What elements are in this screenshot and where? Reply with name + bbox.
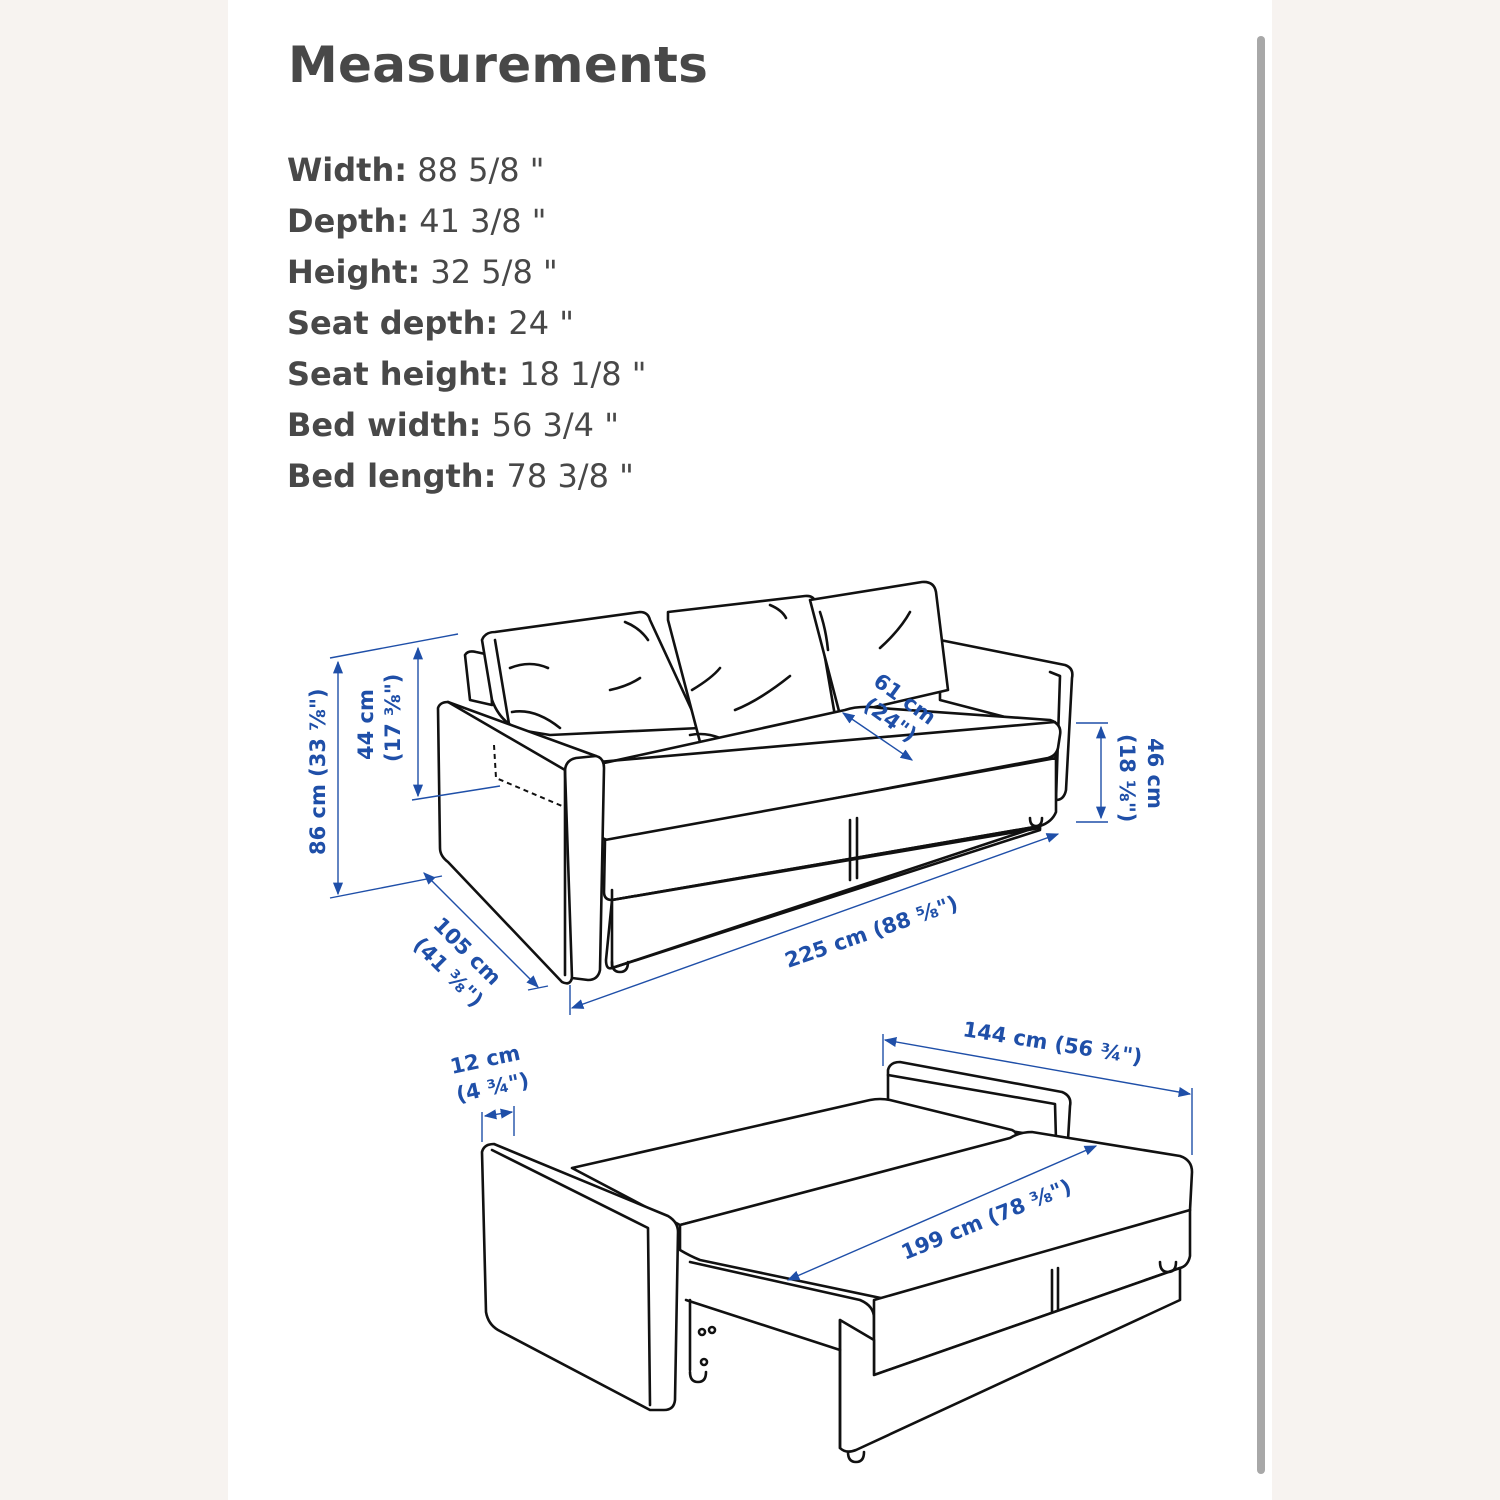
measurement-label: Seat height: <box>287 355 510 393</box>
measurement-width: Width: 88 5/8 " <box>287 148 646 199</box>
measurement-seat-height: Seat height: 18 1/8 " <box>287 352 646 403</box>
measurement-value: 88 5/8 " <box>417 151 545 189</box>
measurement-bed-length: Bed length: 78 3/8 " <box>287 454 646 505</box>
measurement-height: Height: 32 5/8 " <box>287 250 646 301</box>
vertical-scrollbar[interactable] <box>1257 36 1265 1474</box>
dim-seat-height-in: (18 ⅛") <box>1115 734 1139 822</box>
measurement-label: Width: <box>287 151 408 189</box>
measurement-label: Depth: <box>287 202 410 240</box>
measurement-label: Height: <box>287 253 421 291</box>
measurement-label: Seat depth: <box>287 304 499 342</box>
dim-bed-width: 144 cm (56 ¾") <box>961 1017 1144 1069</box>
measurement-list: Width: 88 5/8 " Depth: 41 3/8 " Height: … <box>287 148 646 505</box>
sofa-illustration <box>436 580 1074 985</box>
sofa-bed-illustration <box>480 1060 1194 1464</box>
measurement-value: 78 3/8 " <box>506 457 634 495</box>
measurement-label: Bed width: <box>287 406 482 444</box>
dim-total-height: 86 cm (33 ⅞") <box>306 688 330 855</box>
page-title: Measurements <box>288 36 709 94</box>
dim-back-height-in: (17 ⅜") <box>381 674 405 762</box>
measurement-value: 41 3/8 " <box>419 202 547 240</box>
measurement-value: 56 3/4 " <box>491 406 619 444</box>
measurement-bed-width: Bed width: 56 3/4 " <box>287 403 646 454</box>
measurement-depth: Depth: 41 3/8 " <box>287 199 646 250</box>
dim-seat-height-cm: 46 cm <box>1143 738 1167 809</box>
measurement-label: Bed length: <box>287 457 497 495</box>
measurement-seat-depth: Seat depth: 24 " <box>287 301 646 352</box>
dim-back-height-cm: 44 cm <box>354 689 378 760</box>
measurement-value: 32 5/8 " <box>430 253 558 291</box>
measurement-value: 24 " <box>508 304 574 342</box>
measurement-value: 18 1/8 " <box>519 355 647 393</box>
